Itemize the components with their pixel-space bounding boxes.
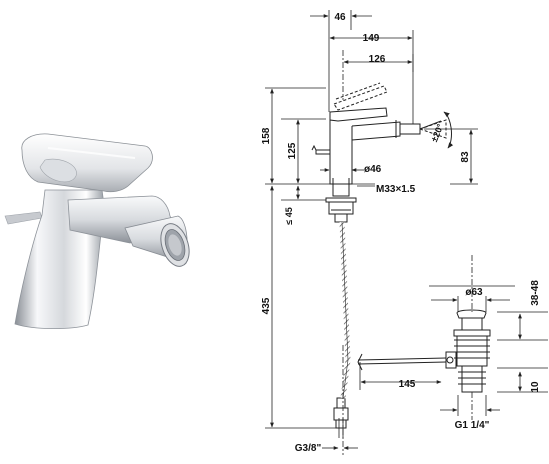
dim-max-45: ≤ 45 bbox=[284, 207, 294, 224]
hose bbox=[341, 221, 349, 399]
dimension-lines bbox=[270, 14, 522, 450]
dim-height-125: 125 bbox=[287, 142, 298, 159]
dim-height-10: 10 bbox=[530, 381, 541, 393]
dim-height-435: 435 bbox=[261, 297, 272, 314]
dim-length-145: 145 bbox=[399, 379, 416, 390]
dim-width-126: 126 bbox=[369, 54, 386, 65]
extension-lines bbox=[265, 10, 548, 455]
dim-thread-m33: M33×1.5 bbox=[376, 184, 416, 195]
dim-height-83: 83 bbox=[460, 151, 471, 163]
faucet-photo bbox=[4, 133, 190, 330]
dim-height-158: 158 bbox=[261, 127, 272, 144]
dim-thread-g114: G1 1/4" bbox=[455, 420, 490, 431]
dim-range-38-48: 38-48 bbox=[530, 280, 541, 306]
dim-width-46: 46 bbox=[334, 12, 346, 23]
dim-width-149: 149 bbox=[363, 33, 380, 44]
faucet-outline bbox=[311, 82, 491, 429]
dim-thread-g38: G3/8" bbox=[295, 443, 322, 454]
dim-diameter-63: ø63 bbox=[465, 287, 483, 298]
dim-diameter-46: ø46 bbox=[364, 164, 382, 175]
